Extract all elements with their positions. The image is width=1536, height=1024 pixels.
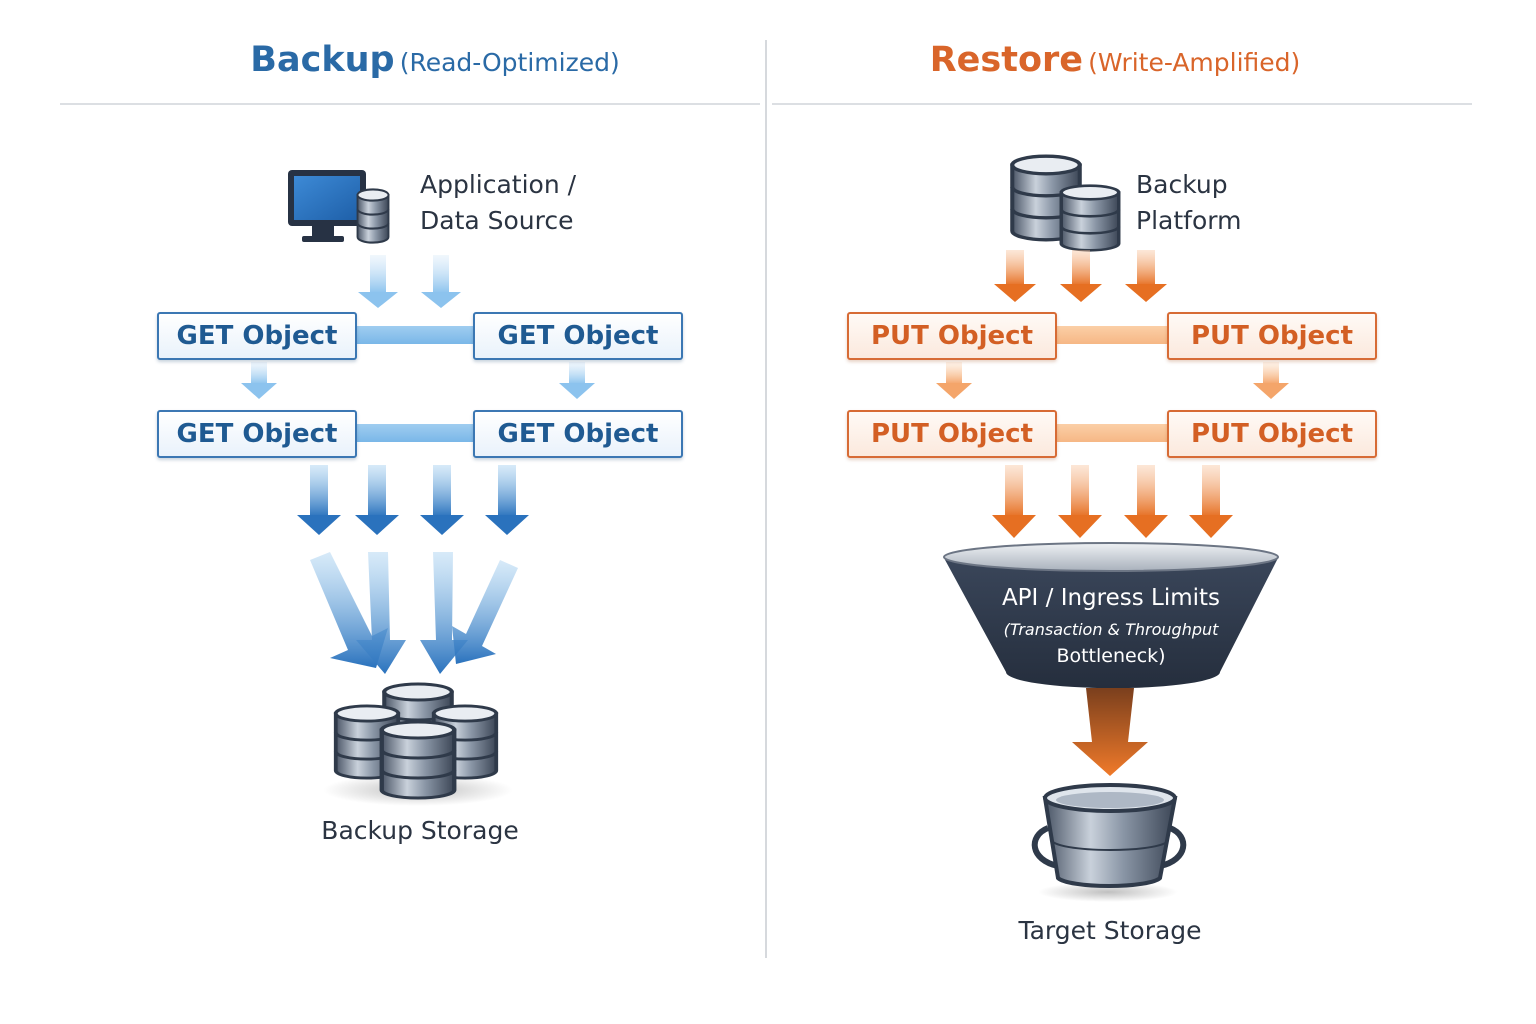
source-arrows [994,250,1167,302]
upload-arrows [992,465,1233,538]
connector-bar [1055,326,1169,344]
restore-title: Restore [929,40,1083,80]
backup-storage-label: Backup Storage [321,816,519,845]
put-object-box: PUT Object [1167,410,1377,458]
platform-label-line2: Platform [1136,206,1242,235]
header-divider-left [60,103,760,105]
backup-subtitle: (Read-Optimized) [399,48,620,77]
get-object-box: GET Object [473,410,683,458]
source-label-line1: Application / [420,170,577,199]
restore-subtitle: (Write-Amplified) [1088,48,1301,77]
restore-panel-title: Restore (Write-Amplified) [735,40,1495,80]
bucket-icon [1031,783,1187,902]
panel-divider [765,40,767,958]
bottleneck-detail-2: Bottleneck) [1056,645,1166,667]
platform-label: Backup Platform [1136,167,1241,239]
row-arrows [936,362,1289,399]
storage-cluster-icon [323,684,513,806]
row-arrows [241,362,595,399]
converging-arrows [310,552,518,674]
funnel-icon [943,542,1279,776]
monitor-icon [288,170,366,242]
bottleneck-detail: (Transaction & Throughput [1003,620,1219,639]
bottleneck-title: API / Ingress Limits [1001,585,1221,611]
put-object-box: PUT Object [1167,312,1377,360]
header-divider-right [772,103,1472,105]
source-label-line2: Data Source [420,206,574,235]
connector-bar [357,424,475,442]
connector-bar [1055,424,1169,442]
target-storage-label: Target Storage [1018,916,1202,945]
put-object-box: PUT Object [847,312,1057,360]
connector-bar [357,326,475,344]
get-object-box: GET Object [157,312,357,360]
backup-panel-title: Backup (Read-Optimized) [55,40,815,80]
put-object-box: PUT Object [847,410,1057,458]
get-object-box: GET Object [157,410,357,458]
database-icon [1012,156,1121,253]
download-arrows [297,465,529,535]
source-label: Application / Data Source [420,167,576,239]
platform-label-line1: Backup [1136,170,1228,199]
database-icon [356,188,390,244]
backup-title: Backup [250,40,395,80]
source-arrows [358,255,461,308]
get-object-box: GET Object [473,312,683,360]
